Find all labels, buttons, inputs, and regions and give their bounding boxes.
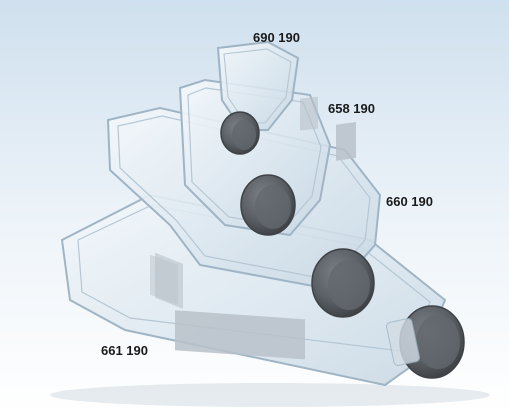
label-690-190: 690 190 [253, 30, 300, 45]
cap-icon [311, 248, 375, 318]
label-661-190: 661 190 [101, 343, 148, 358]
label-patch [336, 121, 356, 161]
label-patch [175, 310, 305, 360]
flask-690-190 [216, 40, 300, 131]
label-658-190: 658 190 [328, 101, 375, 116]
cap-icon [385, 305, 465, 379]
shadow [50, 383, 490, 407]
label-patch [300, 96, 318, 131]
cap-icon [240, 174, 296, 236]
label-patch-side [155, 252, 183, 309]
label-660-190: 660 190 [386, 194, 433, 209]
cap-icon [220, 111, 260, 155]
